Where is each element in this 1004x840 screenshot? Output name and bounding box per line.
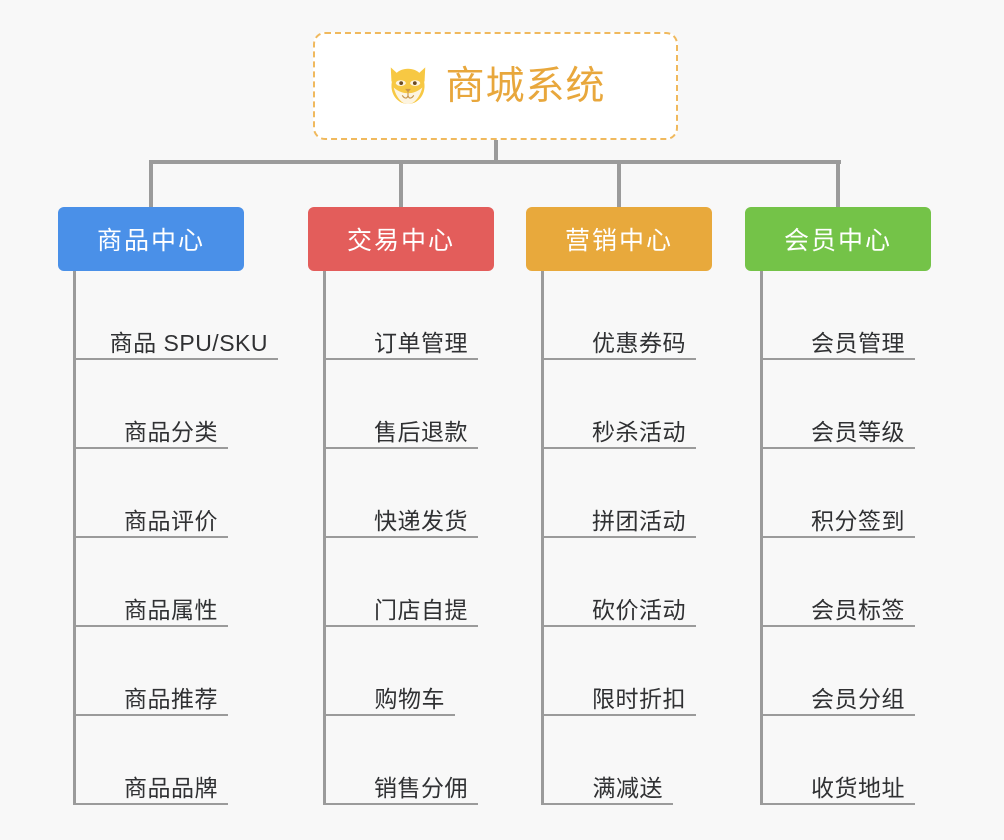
leaf-item-label: 销售分佣 xyxy=(374,774,468,801)
leaf-item-label: 购物车 xyxy=(374,685,445,712)
leaf-item-label: 快递发货 xyxy=(374,507,468,534)
category-label: 会员中心 xyxy=(783,227,892,255)
leaf-item[interactable]: 门店自提 xyxy=(323,538,478,627)
leaf-item[interactable]: 拼团活动 xyxy=(541,449,696,538)
leaf-item-label: 商品属性 xyxy=(124,596,218,623)
leaf-item-label: 拼团活动 xyxy=(592,507,686,534)
leaf-item[interactable]: 会员等级 xyxy=(760,360,915,449)
branch-spine xyxy=(541,271,544,805)
leaf-item-label: 秒杀活动 xyxy=(592,418,686,445)
leaf-item[interactable]: 商品 SPU/SKU xyxy=(73,271,278,360)
leaf-item-label: 商品品牌 xyxy=(124,774,218,801)
leaf-item[interactable]: 满减送 xyxy=(541,716,673,805)
leaf-item-label: 满减送 xyxy=(592,774,663,801)
leaf-item[interactable]: 商品属性 xyxy=(73,538,228,627)
leaf-item[interactable]: 售后退款 xyxy=(323,360,478,449)
leaf-item-label: 积分签到 xyxy=(811,507,905,534)
leaf-item[interactable]: 会员标签 xyxy=(760,538,915,627)
leaf-item-label: 会员管理 xyxy=(811,329,905,356)
connector-drop-4 xyxy=(836,160,840,208)
leaf-item[interactable]: 积分签到 xyxy=(760,449,915,538)
connector-horizontal-bus xyxy=(151,160,841,164)
branch-spine xyxy=(73,271,76,805)
leaf-item[interactable]: 会员管理 xyxy=(760,271,915,360)
leaf-item-label: 售后退款 xyxy=(374,418,468,445)
category-box-1[interactable]: 商品中心 xyxy=(58,207,244,271)
leaf-item[interactable]: 限时折扣 xyxy=(541,627,696,716)
shiba-dog-face-icon xyxy=(391,67,426,104)
leaf-item-label: 门店自提 xyxy=(374,596,468,623)
leaf-item[interactable]: 秒杀活动 xyxy=(541,360,696,449)
leaf-item[interactable]: 收货地址 xyxy=(760,716,915,805)
leaf-item-label: 限时折扣 xyxy=(592,685,686,712)
leaf-item[interactable]: 商品分类 xyxy=(73,360,228,449)
connector-drop-3 xyxy=(617,160,621,208)
category-label: 商品中心 xyxy=(96,227,205,255)
leaf-item[interactable]: 优惠券码 xyxy=(541,271,696,360)
branch-spine xyxy=(323,271,326,805)
leaf-item-label: 收货地址 xyxy=(811,774,905,801)
leaf-item-label: 会员标签 xyxy=(811,596,905,623)
connector-root-stem xyxy=(494,140,498,164)
leaf-item-label: 优惠券码 xyxy=(592,329,686,356)
leaf-item[interactable]: 商品品牌 xyxy=(73,716,228,805)
category-label: 营销中心 xyxy=(564,227,673,255)
leaf-item[interactable]: 商品评价 xyxy=(73,449,228,538)
leaf-item-label: 商品评价 xyxy=(124,507,218,534)
category-label: 交易中心 xyxy=(346,227,455,255)
root-title: 商城系统 xyxy=(445,64,606,108)
connector-drop-2 xyxy=(399,160,403,208)
leaf-item[interactable]: 订单管理 xyxy=(323,271,478,360)
leaf-item-label: 商品 SPU/SKU xyxy=(109,329,268,356)
leaf-item-label: 砍价活动 xyxy=(592,596,686,623)
leaf-item[interactable]: 销售分佣 xyxy=(323,716,478,805)
leaf-item-label: 会员分组 xyxy=(811,685,905,712)
leaf-item[interactable]: 商品推荐 xyxy=(73,627,228,716)
category-box-4[interactable]: 会员中心 xyxy=(745,207,931,271)
root-node-mall-system[interactable]: 商城系统 xyxy=(313,32,678,140)
category-box-2[interactable]: 交易中心 xyxy=(308,207,494,271)
leaf-item-label: 商品推荐 xyxy=(124,685,218,712)
connector-drop-1 xyxy=(149,160,153,208)
leaf-item-label: 会员等级 xyxy=(811,418,905,445)
leaf-item[interactable]: 砍价活动 xyxy=(541,538,696,627)
leaf-item[interactable]: 快递发货 xyxy=(323,449,478,538)
leaf-item[interactable]: 会员分组 xyxy=(760,627,915,716)
branch-spine xyxy=(760,271,763,805)
leaf-item-label: 订单管理 xyxy=(374,329,468,356)
leaf-item-label: 商品分类 xyxy=(124,418,218,445)
category-box-3[interactable]: 营销中心 xyxy=(526,207,712,271)
leaf-item[interactable]: 购物车 xyxy=(323,627,455,716)
